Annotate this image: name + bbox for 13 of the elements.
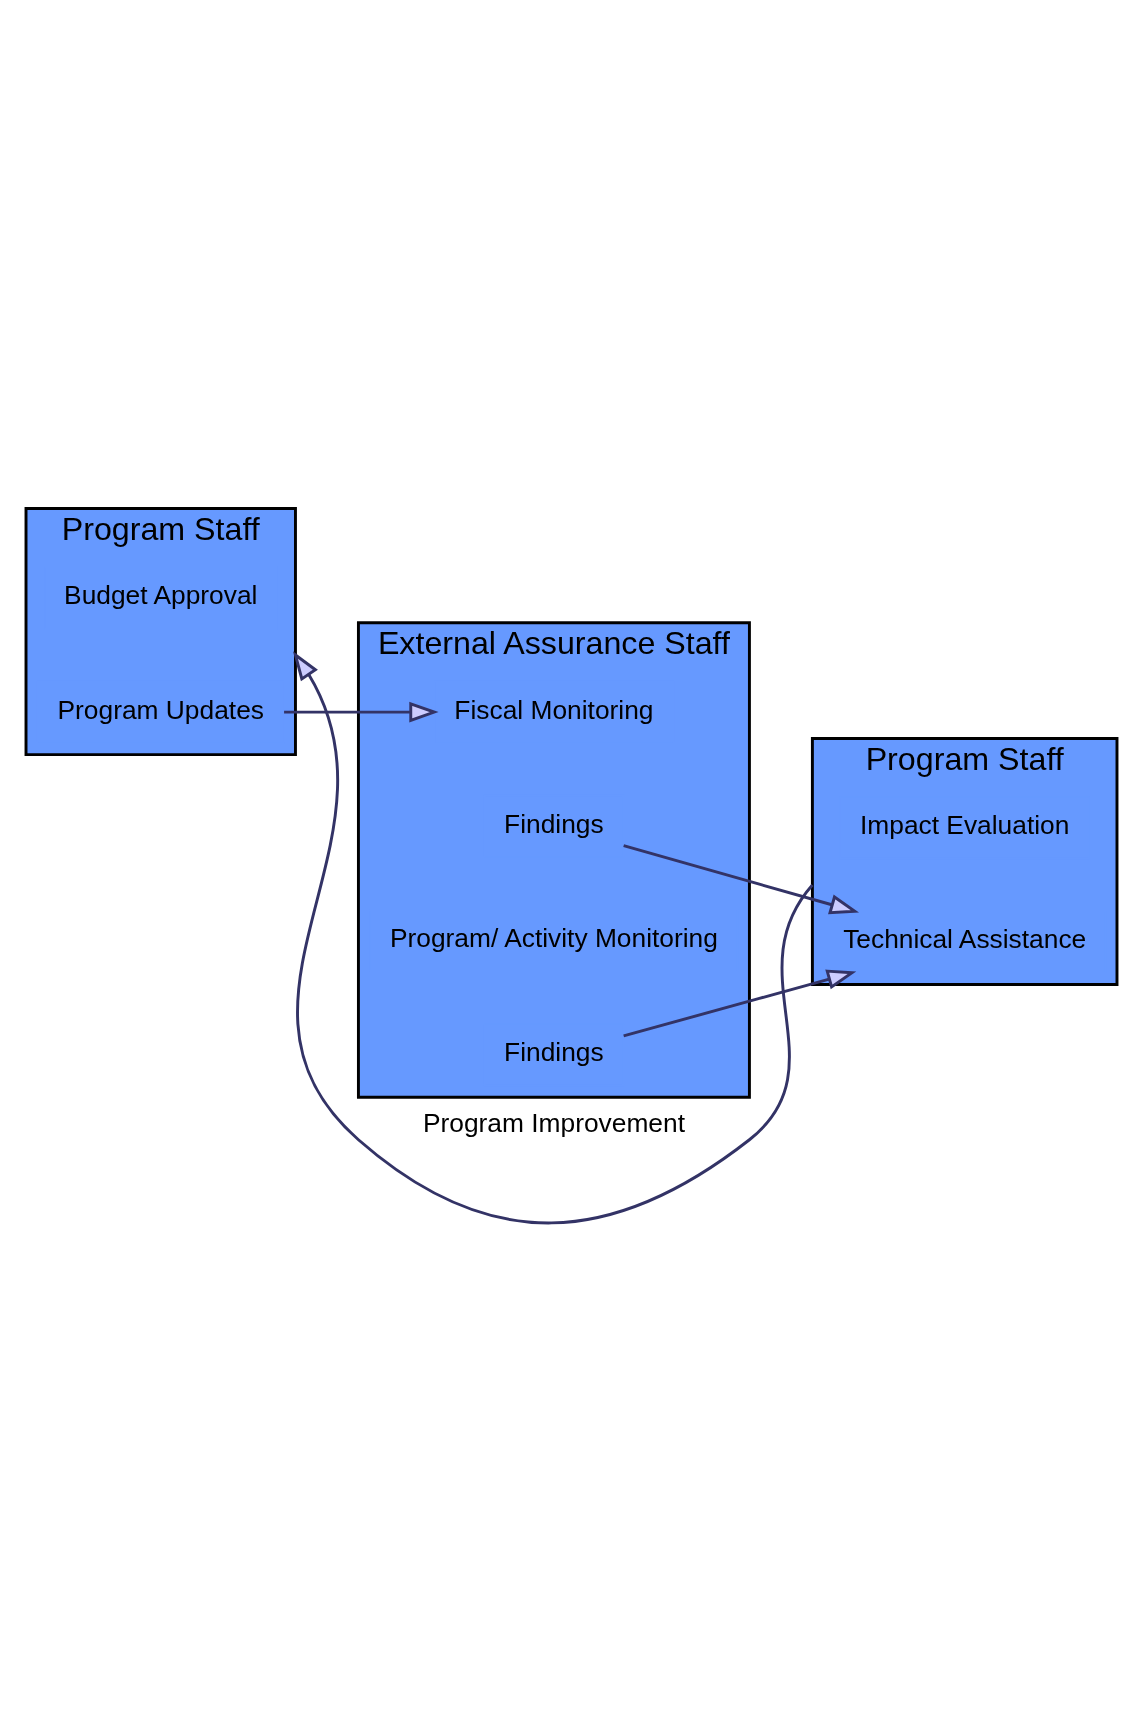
arrow [623, 844, 860, 915]
node-text: Budget Approval [64, 580, 258, 611]
node-text: Technical Assistance [843, 924, 1087, 955]
arrow [623, 969, 857, 1038]
node-text: Program Updates [57, 694, 264, 725]
arrow [284, 701, 439, 723]
arrow [292, 651, 814, 1225]
node-text: Impact Evaluation [859, 810, 1070, 841]
node-text: Program/ Activity Monitoring [389, 923, 718, 954]
node-text: Fiscal Monitoring [454, 694, 654, 725]
node-text: Findings [504, 1037, 604, 1068]
node-text: Findings [504, 808, 604, 839]
edge-label: Program Improvement [422, 1107, 685, 1138]
